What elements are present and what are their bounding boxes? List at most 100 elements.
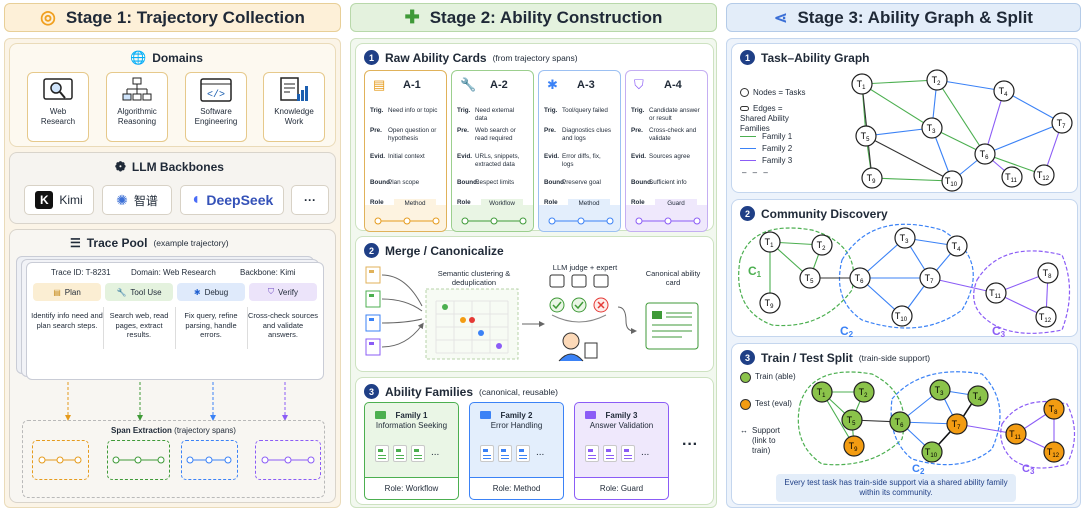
step-debug: ✱Debug [177,283,245,301]
edge [984,90,1005,155]
community-label: C3 [1022,463,1035,476]
step-plan: ▤Plan [33,283,101,301]
legend-more: – – – [742,168,770,177]
community-label: C2 [912,463,925,476]
domain-knowledge-work: Knowledge Work [263,72,325,142]
legend-edges: Edges = Shared Ability Families [740,104,810,134]
domains-panel: 🌐 Domains Web Research Algorithmic Reaso… [9,43,336,147]
step-number: 3 [740,350,755,365]
target-icon: ◎ [40,7,56,27]
task-node-label: T8 [1043,268,1053,280]
task-node [1043,398,1065,420]
card-field: Pre.Open question or hypothesis [370,127,440,142]
step-desc: Cross-check sources and validate answers… [247,311,319,339]
more-docs: ... [431,447,440,458]
task-node [849,267,871,289]
community-label: C1 [748,264,762,279]
edge [984,122,1063,155]
clipboard-icon: ▤ [53,287,61,297]
task-node-label: T4 [999,86,1009,98]
field-label: Evid. [631,153,647,160]
whale-icon: ◖ [190,191,201,208]
card-field: Trig.Tool/query failed [544,107,614,115]
test-dot-icon [740,399,751,410]
stage1-column: 🌐 Domains Web Research Algorithmic Reaso… [4,38,341,508]
circle-icon [740,88,749,98]
family-name: Family 2 [500,411,533,420]
raw-cards-panel: 1 Raw Ability Cards (from trajectory spa… [355,43,714,232]
task-node-label: T5 [847,415,857,427]
task-node [811,381,833,403]
edge [929,277,997,294]
globe-icon: 🌐 [130,50,147,65]
step-desc: Fix query, refine parsing, handle errors… [184,311,238,339]
stage2-title: Stage 2: Ability Construction [429,7,663,27]
field-label: Trig. [457,107,471,114]
domain-label: Algorithmic Reasoning [117,107,157,126]
doc-icon [411,445,425,462]
magnifier-icon [28,73,88,107]
field-label: Pre. [457,127,469,134]
community-hull-1 [797,371,905,466]
legend-label: Support (link to train) [752,426,781,455]
field-value: Error diffs, fix, logs [562,153,601,168]
task-node [851,73,873,95]
community-heading: Community Discovery [761,206,888,221]
card-id: A-2 [490,79,508,91]
task-node-label: T3 [900,233,910,245]
task-node-label: T9 [765,298,775,310]
span-green [107,440,170,480]
task-node-label: T5 [805,273,815,285]
domain-label: Web Research [40,107,76,126]
role-badge: Guard [655,199,697,209]
doc-icon [375,445,389,462]
trace-pool-heading: Trace Pool [86,236,148,250]
task-node [891,305,913,327]
domain-web-research: Web Research [27,72,89,142]
field-label: Role [370,199,384,206]
step-number: 1 [364,50,379,65]
field-label: Pre. [544,127,556,134]
zhipu-logo-icon: ✺ [116,191,128,208]
stage3-header: ⋖ Stage 3: Ability Graph & Split [726,3,1081,32]
merge-panel: 2 Merge / Canonicalize [355,236,714,372]
step-label: Plan [64,287,81,297]
family-role-bar: Role: Method [470,477,563,499]
task-node [1035,306,1057,328]
task-node [985,282,1007,304]
task-node-label: T8 [1049,404,1059,416]
merge-heading: Merge / Canonicalize [385,243,504,258]
field-label: Bound. [370,179,392,186]
edge [871,177,953,182]
task-node [926,69,948,91]
graph-panel: 1 Task–Ability Graph Nodes = Tasks Edges… [731,43,1078,193]
family-desc: Answer Validation [589,420,654,430]
field-value: Sufficient info [649,179,687,186]
task-node-label: T2 [932,75,942,87]
field-value: Need external data [475,107,515,122]
llm-heading: LLM Backbones [131,160,224,174]
wrench-icon: 🔧 [116,287,127,297]
card-field: Pre.Cross-check and validate [631,127,701,142]
community-hull-3 [1000,400,1076,469]
family-desc: Information Seeking [375,420,448,430]
trace-id: Trace ID: T-8231 [51,268,111,277]
task-node [1043,441,1065,463]
legend-family1: Family 1 [740,132,792,141]
split-panel: 3 Train / Test Split (train-side support… [731,343,1078,505]
task-node-label: T1 [765,237,775,249]
doc-icon [621,445,635,462]
task-node [967,385,989,407]
task-node [946,413,968,435]
field-label: Evid. [457,153,473,160]
task-node-label: T9 [867,173,877,185]
more-docs: ... [536,447,545,458]
card-field: Trig. Need external data [457,107,527,122]
task-node [889,411,911,433]
field-value: URLs, snippets, extracted data [475,153,520,168]
